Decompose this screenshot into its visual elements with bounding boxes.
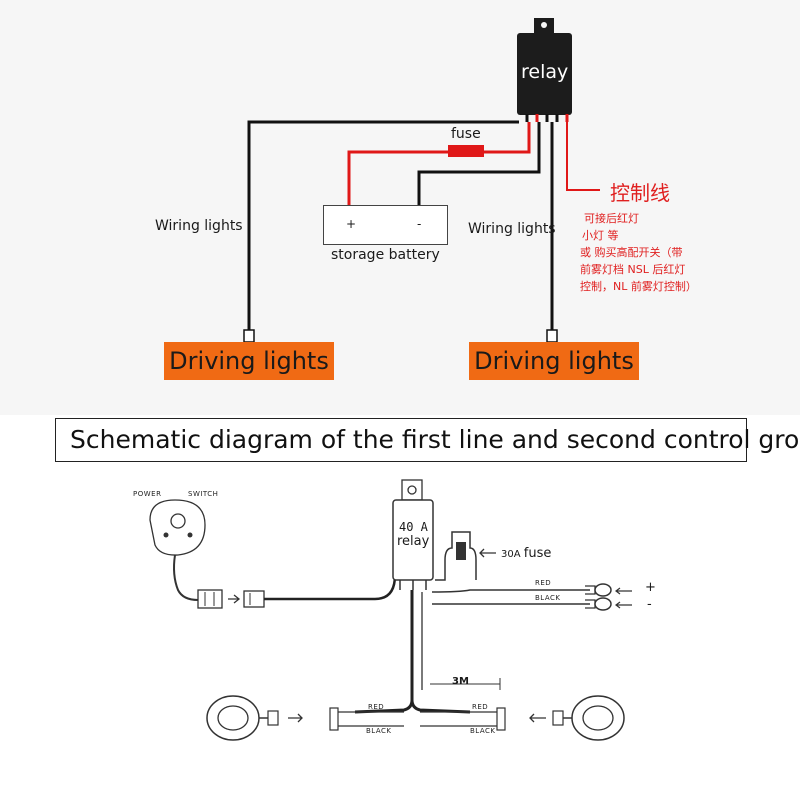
control-note-line-1: 可接后红灯 — [584, 212, 639, 225]
switch-connector-icon — [197, 589, 223, 609]
relay-pins — [525, 114, 569, 122]
fuse-element — [448, 145, 484, 157]
relay-40a-label: relay — [397, 534, 430, 549]
fuse-label: fuse — [451, 126, 481, 142]
fuse-arrow — [479, 548, 496, 558]
bottom-diagram-panel — [0, 415, 800, 800]
wire-black-negative — [417, 122, 541, 205]
black-wire-label-upper: BLACK — [535, 594, 561, 602]
control-wire-title: 控制线 — [610, 181, 670, 205]
right-lamp-icon — [552, 695, 625, 741]
minus-arrow — [615, 601, 632, 609]
wire-red-positive — [347, 122, 531, 205]
fuse-amp: 30A — [501, 549, 521, 560]
left-lamp-icon — [206, 695, 279, 741]
main-harness — [354, 590, 414, 714]
red-wire-label-lower-left: RED — [368, 703, 385, 711]
lower-right-connector — [496, 707, 506, 731]
red-wire-label-upper: RED — [535, 579, 552, 587]
control-note-line-3: 或 购买高配开关（带 — [580, 246, 683, 259]
power-label: POWER — [133, 490, 162, 498]
switch-cable — [173, 554, 199, 601]
length-marker — [430, 678, 501, 690]
red-power-wire — [431, 589, 590, 593]
control-note-line-5: 控制，NL 前雾灯控制） — [580, 280, 697, 293]
fuse-amp-label: 30A fuse — [501, 546, 551, 561]
relay-connector-icon — [243, 590, 265, 608]
relay-40a-icon — [392, 479, 434, 590]
fuse-word: fuse — [523, 546, 552, 561]
battery-minus: - — [417, 217, 422, 231]
storage-battery: + - — [323, 205, 448, 245]
driving-lights-left: Driving lights — [164, 342, 334, 380]
negative-sign: - — [647, 597, 652, 612]
wire-left-lights — [247, 120, 519, 335]
diagram-title: Schematic diagram of the first line and … — [70, 425, 800, 454]
arrow-icon — [228, 594, 241, 604]
relay-amp-label: 40 A — [399, 520, 428, 534]
main-harness-2 — [410, 699, 471, 714]
control-note-line-4: 前雾灯档 NSL 后红灯 — [580, 263, 686, 276]
right-lamp-arrow — [529, 713, 546, 723]
relay-block — [517, 18, 572, 115]
switch-label: SWITCH — [188, 490, 219, 498]
plus-arrow — [615, 587, 632, 595]
red-wire-label-lower-right: RED — [472, 703, 489, 711]
ring-terminal-negative-icon — [585, 597, 612, 611]
battery-plus: + — [346, 217, 357, 231]
wiring-lights-right: Wiring lights — [468, 221, 556, 237]
switch-icon — [149, 499, 206, 556]
black-wire-label-lower-right: BLACK — [470, 727, 496, 735]
control-note-line-2: 小灯 等 — [582, 229, 619, 242]
wire-control — [566, 122, 600, 191]
length-label: 3M — [452, 676, 469, 687]
wiring-lights-left: Wiring lights — [155, 218, 243, 234]
diagram-title-box: Schematic diagram of the first line and … — [55, 418, 800, 462]
battery-label: storage battery — [331, 247, 440, 263]
fuse-holder-icon — [435, 531, 477, 581]
relay-label: relay — [521, 61, 569, 83]
positive-sign: + — [645, 580, 656, 595]
ring-terminal-positive-icon — [585, 583, 612, 597]
lower-left-connector — [329, 707, 339, 731]
switch-to-relay-wire — [264, 574, 397, 601]
driving-lights-right: Driving lights — [469, 342, 639, 380]
left-lamp-arrow — [288, 713, 303, 723]
black-wire-label-lower-left: BLACK — [366, 727, 392, 735]
